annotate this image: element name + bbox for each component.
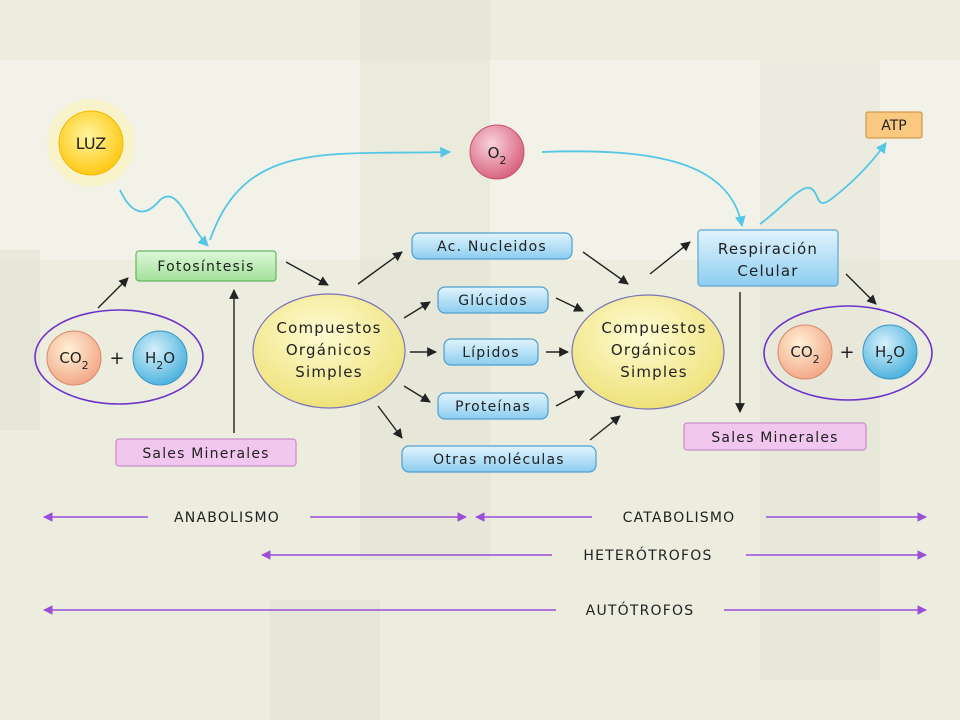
proteins-label: Proteínas [455, 399, 531, 415]
svg-text:CO2: CO2 [790, 343, 819, 366]
left-co2-base: CO [59, 349, 81, 367]
light-to-photosynthesis-arrow [119, 189, 209, 247]
right-co2-base: CO [790, 343, 812, 361]
svg-text:H2O: H2O [875, 343, 905, 366]
other-molecules-label: Otras moléculas [433, 452, 565, 468]
photosynthesis-to-compounds-arrow [285, 261, 329, 286]
heterotrophs-label: HETERÓTROFOS [583, 546, 712, 564]
glucids-label: Glúcidos [458, 293, 528, 309]
svg-text:O2: O2 [488, 144, 507, 167]
left-compounds-line1: Compuestos [276, 319, 381, 337]
lipids-box: Lípidos [443, 338, 539, 366]
nucleic-acids-box: Ac. Nucleidos [411, 232, 573, 260]
oxygen-base: O [488, 144, 500, 162]
respiration-to-atp-arrow [759, 142, 887, 225]
sun-label: LUZ [76, 134, 107, 153]
oxygen-molecule: O2 [469, 124, 525, 180]
flow-arrows [97, 241, 877, 441]
left-h2o-h: H [145, 349, 156, 367]
salts-left-label: Sales Minerales [142, 446, 269, 462]
photosynthesis-to-oxygen-arrow [209, 146, 452, 241]
left-compounds-line3: Simples [295, 363, 362, 381]
molecules-to-photosynthesis-arrow [97, 277, 129, 309]
respiration-line1: Respiración [718, 240, 818, 258]
glucids-to-compounds-arrow [555, 297, 584, 312]
right-compounds-line2: Orgánicos [611, 341, 697, 359]
svg-text:CO2: CO2 [59, 349, 88, 372]
right-h2o-sub: 2 [886, 353, 893, 366]
left-h2o-sub: 2 [156, 359, 163, 372]
photosynthesis-box: Fotosíntesis [135, 250, 277, 282]
compounds-to-respiration-arrow [649, 241, 691, 275]
left-co2-sub: 2 [82, 359, 89, 372]
left-co2-h2o-group: CO2 + H2O [34, 309, 204, 405]
to-glucids-arrow [403, 301, 431, 319]
proteins-box: Proteínas [437, 392, 549, 420]
others-to-compounds-arrow [589, 415, 621, 441]
left-plus-sign: + [109, 348, 124, 369]
background-panel [270, 600, 380, 720]
right-compounds-line3: Simples [620, 363, 687, 381]
photosynthesis-label: Fotosíntesis [157, 259, 254, 275]
anabolism-label: ANABOLISMO [174, 510, 280, 526]
sun-icon: LUZ [47, 99, 135, 187]
lipids-label: Lípidos [462, 345, 520, 361]
other-molecules-box: Otras moléculas [401, 445, 597, 473]
right-co2-sub: 2 [813, 353, 820, 366]
autotrophs-label: AUTÓTROFOS [586, 601, 695, 619]
background-panel [0, 250, 40, 430]
atp-box: ATP [865, 111, 923, 139]
right-plus-sign: + [839, 342, 854, 363]
respiration-to-molecules-arrow [845, 273, 877, 305]
atp-label: ATP [881, 118, 906, 134]
respiration-line2: Celular [737, 262, 798, 280]
range-lines [43, 512, 927, 615]
svg-text:H2O: H2O [145, 349, 175, 372]
salts-right-box: Sales Minerales [683, 422, 867, 451]
proteins-to-compounds-arrow [555, 390, 585, 407]
oxygen-to-respiration-arrow [541, 150, 746, 228]
to-others-arrow [377, 405, 403, 439]
salts-left-box: Sales Minerales [115, 438, 297, 467]
to-nucleic-arrow [357, 251, 403, 285]
right-co2-h2o-group: CO2 + H2O [763, 305, 933, 401]
right-compounds-line1: Compuestos [601, 319, 706, 337]
right-compounds-oval: Compuestos Orgánicos Simples [571, 294, 725, 410]
glucids-box: Glúcidos [437, 286, 549, 314]
nucleic-to-compounds-arrow [582, 251, 629, 285]
catabolism-label: CATABOLISMO [623, 510, 736, 526]
right-h2o-o: O [893, 343, 905, 361]
left-h2o-o: O [163, 349, 175, 367]
left-compounds-oval: Compuestos Orgánicos Simples [252, 293, 406, 409]
to-proteins-arrow [403, 385, 431, 403]
left-compounds-line2: Orgánicos [286, 341, 372, 359]
salts-right-label: Sales Minerales [711, 430, 838, 446]
respiration-box: Respiración Celular [697, 229, 839, 287]
right-h2o-h: H [875, 343, 886, 361]
oxygen-sub: 2 [499, 154, 506, 167]
nucleic-acids-label: Ac. Nucleidos [437, 239, 547, 255]
